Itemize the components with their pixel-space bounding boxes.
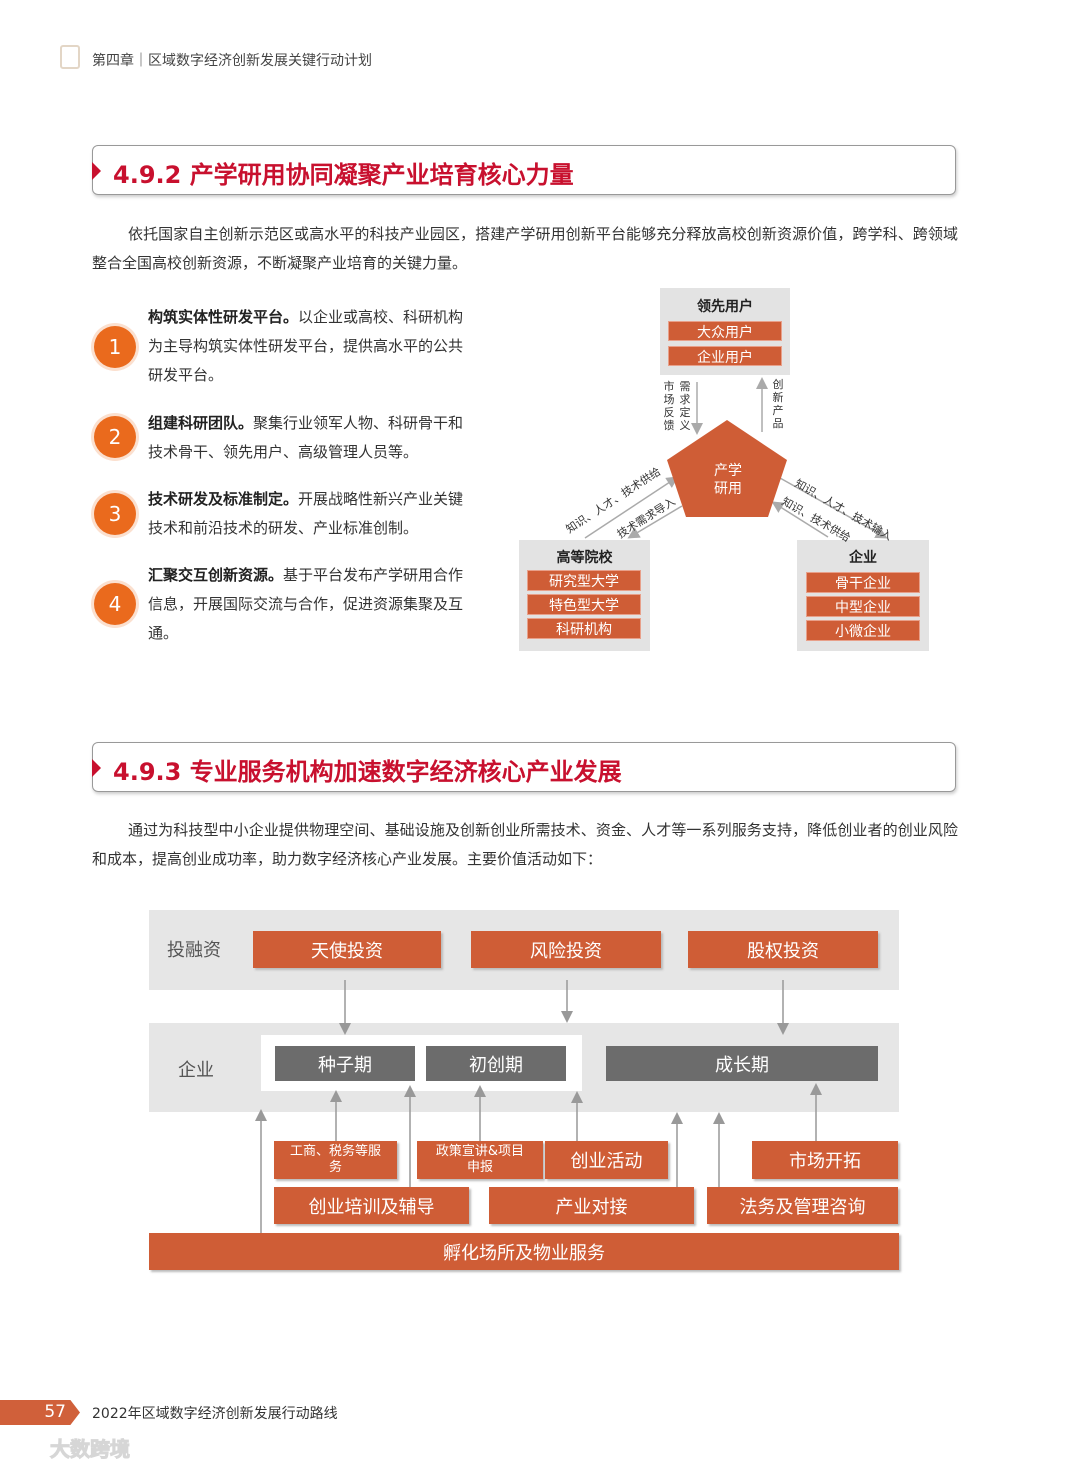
list-item: 技术研发及标准制定。开展战略性新兴产业关键技术和前沿技术的研发、产业标准创制。 bbox=[148, 490, 464, 537]
item-number: 2 bbox=[94, 416, 136, 458]
page-number: 57 bbox=[0, 1400, 80, 1425]
section-title: 4.9.2 产学研用协同凝聚产业培育核心力量 bbox=[113, 161, 574, 189]
item-number: 1 bbox=[94, 326, 136, 368]
sub-box: 企业用户 bbox=[668, 346, 782, 366]
sub-box: 大众用户 bbox=[668, 321, 782, 341]
footer-title: 2022年区域数字经济创新发展行动路线 bbox=[92, 1406, 338, 1422]
lead-user-box: 领先用户 大众用户 企业用户 bbox=[660, 288, 790, 375]
list-item: 组建科研团队。聚集行业领军人物、科研骨干和技术骨干、领先用户、高级管理人员等。 bbox=[148, 414, 464, 461]
sub-box: 小微企业 bbox=[806, 620, 920, 641]
sub-box: 研究型大学 bbox=[527, 570, 641, 591]
sub-box: 特色型大学 bbox=[527, 594, 641, 615]
label-demand: 需求定义 bbox=[679, 380, 691, 432]
service-legal: 法务及管理咨询 bbox=[707, 1187, 898, 1224]
service-business-tax: 工商、税务等服务 bbox=[274, 1141, 397, 1179]
item-number: 4 bbox=[94, 583, 136, 625]
incubator-base: 孵化场所及物业服务 bbox=[149, 1233, 899, 1270]
finance-equity: 股权投资 bbox=[688, 931, 878, 968]
sub-box: 骨干企业 bbox=[806, 572, 920, 593]
stage-growth: 成长期 bbox=[606, 1046, 878, 1081]
section1-intro: 依托国家自主创新示范区或高水平的科技产业园区，搭建产学研用创新平台能够充分释放高… bbox=[92, 225, 958, 272]
item-number: 3 bbox=[94, 493, 136, 535]
finance-venture: 风险投资 bbox=[471, 931, 661, 968]
triangle-marker-icon bbox=[92, 162, 101, 180]
diagram-arrows bbox=[584, 377, 888, 539]
list-item: 汇聚交互创新资源。基于平台发布产学研用合作信息，开展国际交流与合作，促进资源集聚… bbox=[148, 566, 464, 642]
finance-label: 投融资 bbox=[167, 940, 221, 961]
stage-seed: 种子期 bbox=[275, 1046, 415, 1081]
service-policy: 政策宣讲&项目申报 bbox=[417, 1141, 543, 1179]
center-label: 产学研用 bbox=[714, 463, 742, 497]
watermark: 大数跨境 bbox=[50, 1437, 131, 1462]
sub-box: 中型企业 bbox=[806, 596, 920, 617]
university-box: 高等院校 研究型大学 特色型大学 科研机构 bbox=[519, 540, 650, 651]
service-market: 市场开拓 bbox=[752, 1141, 898, 1179]
document-icon bbox=[60, 45, 80, 69]
stage-startup: 初创期 bbox=[426, 1046, 566, 1081]
section-heading-4-9-2: 4.9.2 产学研用协同凝聚产业培育核心力量 bbox=[92, 145, 956, 195]
section-title: 4.9.3 专业服务机构加速数字经济核心产业发展 bbox=[113, 758, 622, 786]
chapter-header: 第四章｜区域数字经济创新发展关键行动计划 bbox=[92, 53, 372, 69]
list-item: 构筑实体性研发平台。以企业或高校、科研机构为主导构筑实体性研发平台，提供高水平的… bbox=[148, 308, 464, 384]
flow-arrows bbox=[255, 980, 822, 1233]
section2-intro: 通过为科技型中小企业提供物理空间、基础设施及创新创业所需技术、资金、人才等一系列… bbox=[92, 821, 958, 868]
service-events: 创业活动 bbox=[545, 1141, 668, 1179]
section-heading-4-9-3: 4.9.3 专业服务机构加速数字经济核心产业发展 bbox=[92, 742, 956, 792]
triangle-marker-icon bbox=[92, 759, 101, 777]
label-product: 创新产品 bbox=[772, 378, 784, 430]
enterprise-box: 企业 骨干企业 中型企业 小微企业 bbox=[797, 540, 929, 651]
label-market-feedback: 市场反馈 bbox=[663, 380, 675, 432]
enterprise-label: 企业 bbox=[178, 1060, 214, 1081]
sub-box: 科研机构 bbox=[527, 618, 641, 639]
center-pentagon bbox=[667, 420, 787, 517]
service-training: 创业培训及辅导 bbox=[274, 1187, 469, 1224]
service-industry: 产业对接 bbox=[489, 1187, 694, 1224]
finance-angel: 天使投资 bbox=[253, 931, 441, 968]
